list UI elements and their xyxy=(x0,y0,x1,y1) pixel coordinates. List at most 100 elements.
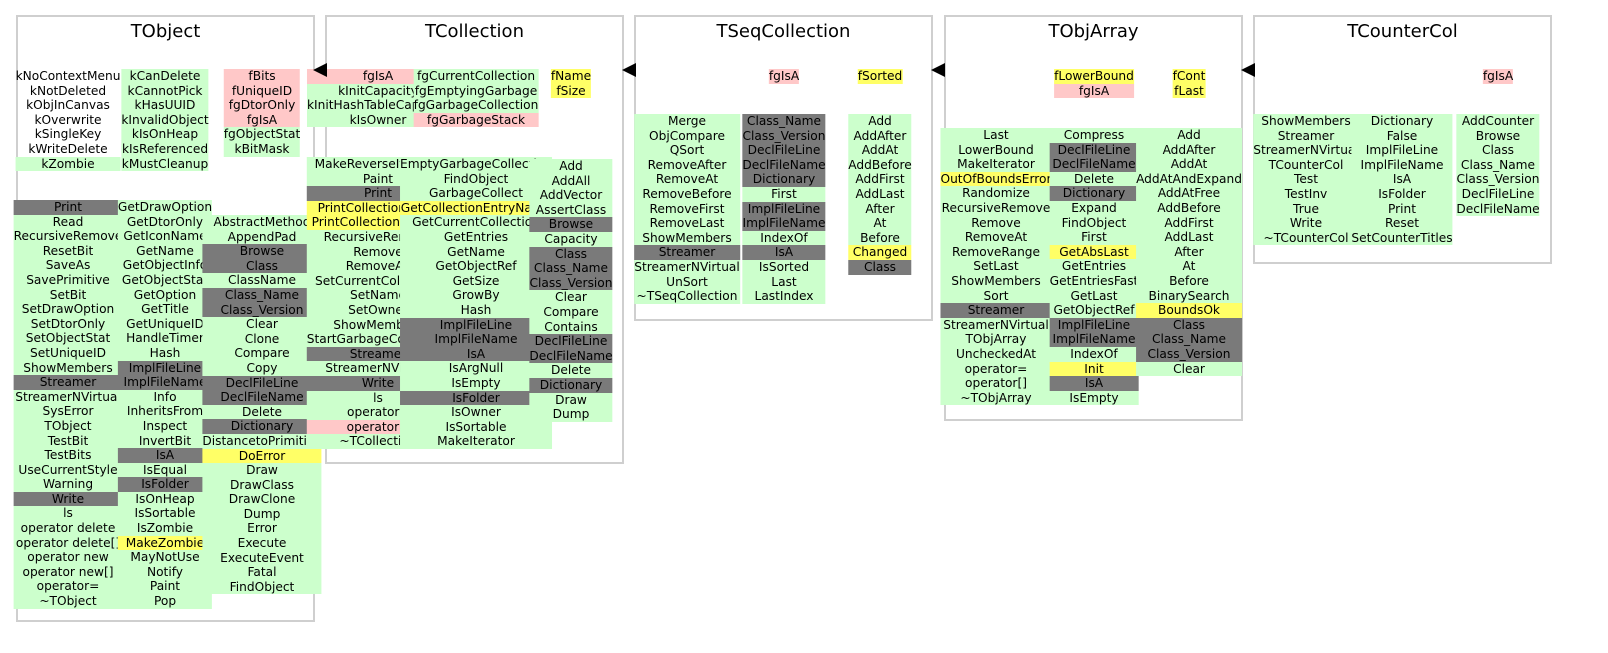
member-item: fSize xyxy=(550,83,592,99)
member-item: After xyxy=(1136,244,1242,260)
member-item: AddBefore xyxy=(1136,200,1242,216)
member-item: Compare xyxy=(202,346,322,361)
member-item: Dictionary xyxy=(1049,186,1139,201)
member-item: GetTitle xyxy=(117,302,213,317)
member-item: SetLast xyxy=(940,259,1052,274)
member-item: First xyxy=(742,186,826,202)
member-item: ShowMembers xyxy=(13,360,123,376)
member-item: GetIconName xyxy=(117,229,213,244)
member-item: RecursiveRemove xyxy=(940,200,1052,216)
member-item: Last xyxy=(940,128,1052,143)
member-item: kBitMask xyxy=(223,141,301,157)
member-item: fSorted xyxy=(857,69,903,84)
member-item: TestBits xyxy=(13,448,123,463)
member-item: Capacity xyxy=(529,231,613,247)
member-item: Delete xyxy=(202,404,322,420)
member-item: operator new xyxy=(13,550,123,565)
member-item: Before xyxy=(848,230,912,246)
member-item: Dictionary xyxy=(202,419,322,434)
class-title: TObject xyxy=(130,21,201,42)
member-item: At xyxy=(848,216,912,231)
member-item: InvertBit xyxy=(117,433,213,449)
member-item: Copy xyxy=(202,360,322,376)
member-item: FindObject xyxy=(400,171,552,187)
member-item: Reset xyxy=(1351,216,1453,231)
member-item: Write xyxy=(13,491,123,507)
member-item: Contains xyxy=(529,319,613,335)
member-item: At xyxy=(1136,259,1242,274)
member-item: GetOption xyxy=(117,287,213,303)
member-item: fLowerBound xyxy=(1054,69,1134,84)
member-item: Streamer xyxy=(634,245,740,260)
member-item: kInvalidObject xyxy=(121,112,209,128)
member-item: Delete xyxy=(1049,171,1139,187)
member-item: Class_Name xyxy=(1136,332,1242,347)
member-item: kOverwrite xyxy=(34,112,102,127)
member-item: True xyxy=(1253,201,1359,217)
member-item: Dictionary xyxy=(529,377,613,393)
member-item: kCannotPick xyxy=(121,83,209,99)
member-item: ImplFileName xyxy=(1351,157,1453,173)
member-item: LastIndex xyxy=(742,289,826,304)
member-item: OutOfBoundsError xyxy=(940,171,1052,187)
member-item: kZombie xyxy=(15,156,121,172)
member-item: DeclFileName xyxy=(1456,201,1540,217)
member-item: Before xyxy=(1136,273,1242,289)
member-item: Add xyxy=(848,114,912,129)
member-item: SysError xyxy=(13,404,123,419)
member-item: Dictionary xyxy=(1351,114,1453,129)
member-item: GetName xyxy=(400,244,552,260)
member-item: AddAt xyxy=(1136,157,1242,172)
member-item: Class_Name xyxy=(742,114,826,129)
member-item: RemoveAt xyxy=(634,172,740,187)
member-item: ImplFileLine xyxy=(742,201,826,217)
member-item: SetDtorOnly xyxy=(13,316,123,332)
member-item: IsFolder xyxy=(400,390,552,406)
member-item: Draw xyxy=(529,392,613,408)
member-item: Print xyxy=(13,200,123,215)
member-item: AppendPad xyxy=(202,229,322,245)
member-item: fgDtorOnly xyxy=(223,98,301,113)
class-title: TCounterCol xyxy=(1347,21,1458,42)
member-item: IsA xyxy=(400,346,552,362)
member-item: ExecuteEvent xyxy=(202,550,322,566)
member-item: MakeIterator xyxy=(400,434,552,449)
member-item: Execute xyxy=(202,536,322,551)
member-item: Paint xyxy=(117,579,213,595)
member-item: GetEntries xyxy=(1049,259,1139,274)
member-item: fCont xyxy=(1172,69,1206,84)
member-item: Init xyxy=(1049,361,1139,377)
member-item: Class_Name xyxy=(1456,157,1540,173)
member-item: AddAfter xyxy=(1136,142,1242,158)
member-item: DeclFileLine xyxy=(1049,142,1139,158)
member-item: Class_Version xyxy=(1136,346,1242,362)
member-item: SetObjectStat xyxy=(13,331,123,346)
member-item: StreamerNVirtual xyxy=(1253,143,1359,158)
member-item: kSingleKey xyxy=(34,127,102,142)
member-item: AddFirst xyxy=(1136,215,1242,231)
member-item: operator[] xyxy=(940,376,1052,391)
member-item: kNoContextMenu xyxy=(15,69,121,83)
member-item: Class_Version xyxy=(1456,172,1540,187)
member-item: MakeIterator xyxy=(940,157,1052,172)
class-title: TObjArray xyxy=(1048,21,1139,42)
member-item: GetCurrentCollection xyxy=(400,215,552,230)
member-item: IsSortable xyxy=(117,506,213,522)
member-item: IsOwner xyxy=(400,405,552,420)
member-item: kInitCapacity xyxy=(306,83,450,99)
member-item: RemoveLast xyxy=(634,216,740,231)
member-item: Fatal xyxy=(202,565,322,580)
member-item: IsSortable xyxy=(400,419,552,435)
member-item: ~TObject xyxy=(13,594,123,609)
member-item: fgObjectStat xyxy=(223,127,301,142)
member-item: Class xyxy=(529,246,613,262)
member-item: IsFolder xyxy=(117,477,213,492)
